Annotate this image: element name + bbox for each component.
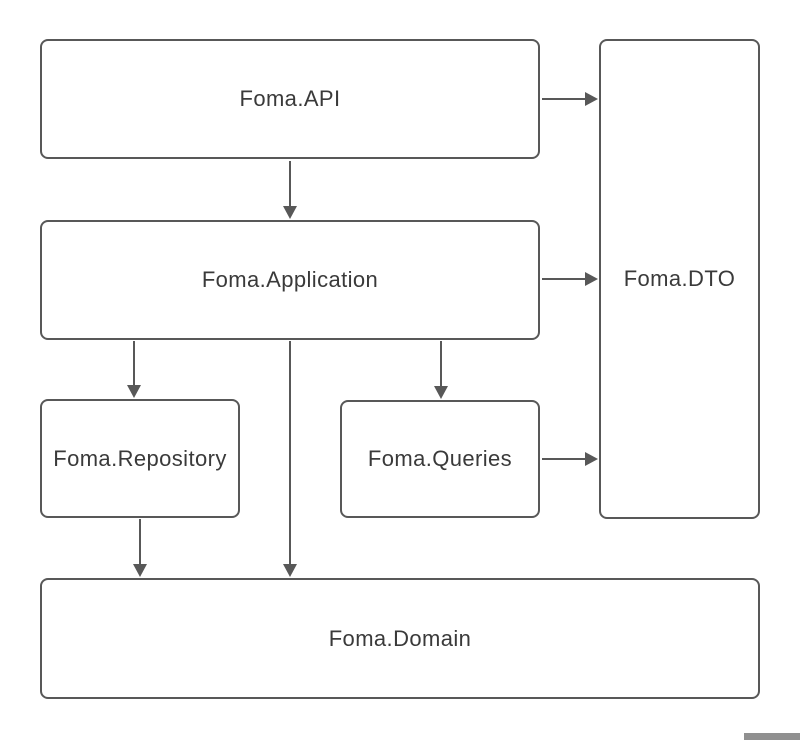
node-foma-application[interactable]: Foma.Application xyxy=(40,220,540,340)
node-foma-queries[interactable]: Foma.Queries xyxy=(340,400,540,518)
node-foma-dto-label: Foma.DTO xyxy=(623,266,736,291)
node-foma-domain[interactable]: Foma.Domain xyxy=(40,578,760,699)
node-foma-domain-label: Foma.Domain xyxy=(328,625,472,651)
node-foma-repository-label: Foma.Repository xyxy=(53,445,227,471)
node-foma-queries-label: Foma.Queries xyxy=(367,446,513,471)
node-foma-application-label: Foma.Application xyxy=(201,267,379,292)
horizontal-scrollbar-thumb[interactable] xyxy=(744,733,800,740)
node-foma-repository[interactable]: Foma.Repository xyxy=(40,399,240,518)
node-foma-api[interactable]: Foma.API xyxy=(40,39,540,159)
node-foma-api-label: Foma.API xyxy=(239,86,341,111)
node-foma-dto[interactable]: Foma.DTO xyxy=(599,39,760,519)
